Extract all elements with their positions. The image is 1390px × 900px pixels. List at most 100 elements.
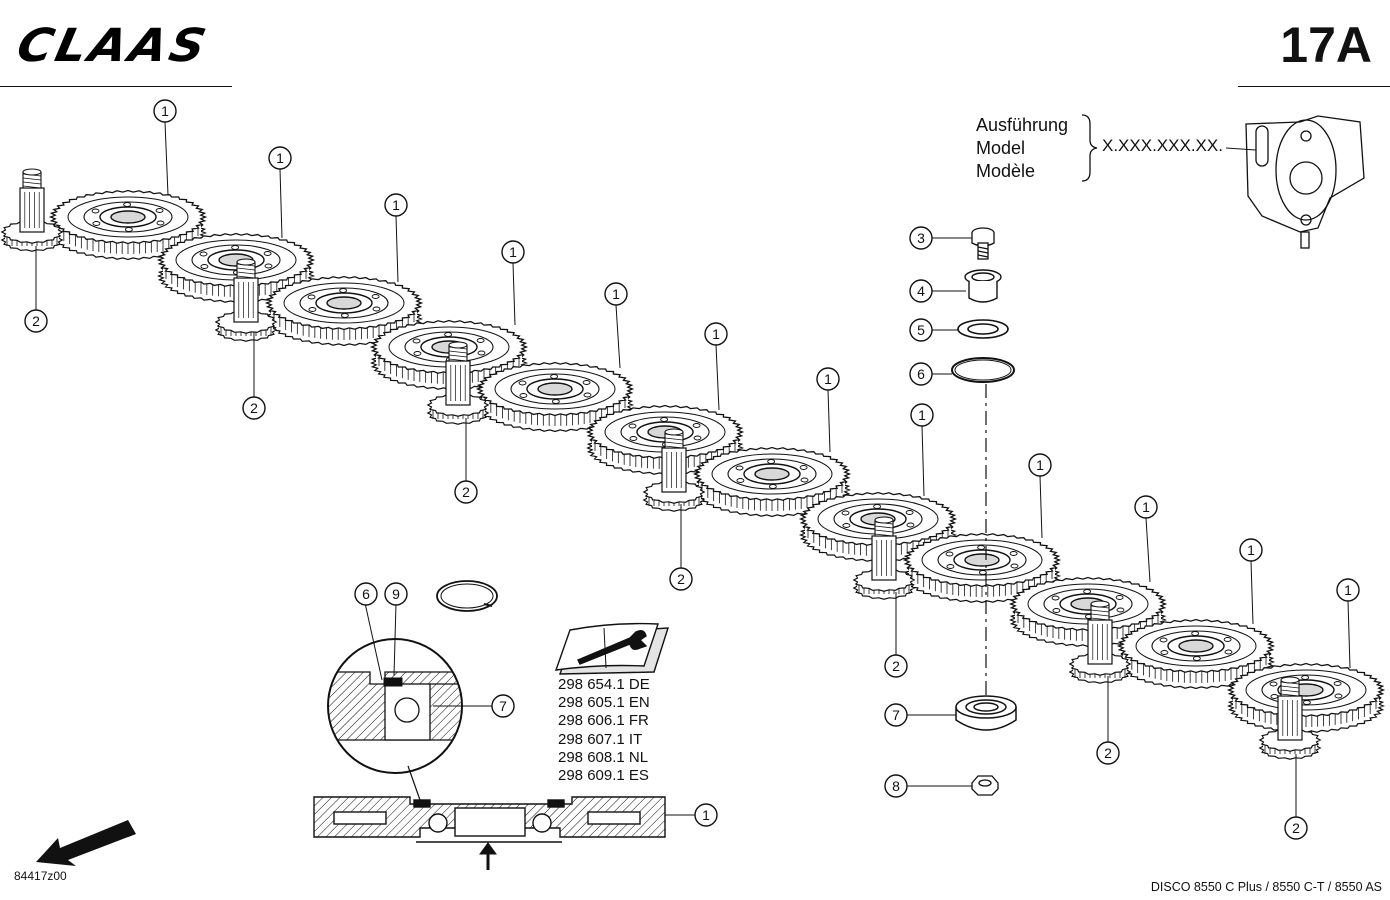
callout-number: 2 <box>1104 745 1112 761</box>
callout-circle <box>24 309 48 333</box>
callout-gear: 1 <box>153 99 177 196</box>
model-code: X.XXX.XXX.XX. <box>1102 136 1223 155</box>
spur-gear <box>1116 618 1276 690</box>
callout-circle <box>1284 816 1308 840</box>
callout-pinion: 2 <box>24 246 48 333</box>
callout-bearing: 7 <box>884 703 956 727</box>
callout-circle <box>910 403 934 427</box>
callout-leader <box>1347 600 1351 669</box>
callout-circle <box>454 480 478 504</box>
callout-number: 1 <box>509 244 517 260</box>
callout-leader <box>615 304 621 369</box>
callout-circle <box>884 654 908 678</box>
callout-gear: 1 <box>1134 495 1158 583</box>
callout-number: 7 <box>499 698 507 714</box>
callout-circle <box>694 803 718 827</box>
detail-magnifier <box>327 602 490 801</box>
literature-item: 298 609.1 ES <box>558 767 649 785</box>
callout-circle <box>384 582 408 606</box>
callout-number: 3 <box>917 230 925 246</box>
callout-circle <box>669 567 693 591</box>
callout-leader <box>827 389 831 453</box>
callout-number: 9 <box>392 586 400 602</box>
callout-circle <box>1239 538 1263 562</box>
callout-circle <box>884 703 908 727</box>
callout-circle <box>354 582 378 606</box>
pinion-shaft <box>426 341 490 425</box>
literature-list: 298 654.1 DE 298 605.1 EN 298 606.1 FR 2… <box>558 676 650 785</box>
callout-gear: 1 <box>501 240 525 326</box>
callout-number: 1 <box>702 807 710 823</box>
callout-pinion: 2 <box>1096 676 1120 765</box>
oring-part <box>951 357 1015 383</box>
callout-pinion: 2 <box>1284 754 1308 840</box>
callout-number: 1 <box>1036 457 1044 473</box>
pinion-shaft <box>0 168 64 252</box>
literature-item: 298 606.1 FR <box>558 712 649 730</box>
callout-pinion: 2 <box>884 592 908 678</box>
pinion-shaft <box>1068 600 1132 684</box>
callout-number: 1 <box>392 197 400 213</box>
model-leader <box>1225 147 1257 151</box>
header-rule-left <box>0 86 232 87</box>
callout-gear: 1 <box>816 367 840 453</box>
spur-gear <box>475 361 635 433</box>
callout-leader <box>395 215 399 283</box>
model-bracket <box>1081 114 1098 182</box>
callout-number: 1 <box>918 407 926 423</box>
callout-circle <box>268 146 292 170</box>
callout-gear: 1 <box>604 282 628 369</box>
callout-number: 1 <box>712 326 720 342</box>
wrench-book-icon <box>554 622 669 675</box>
snap-ring-part <box>436 580 498 612</box>
callout-leader <box>715 344 720 411</box>
callout-gear: 1 <box>1239 538 1263 625</box>
bearing-stack <box>951 227 1017 796</box>
callout-circle <box>704 322 728 346</box>
drawing-number: 84417z00 <box>14 869 67 883</box>
callout-number: 6 <box>362 586 370 602</box>
callout-circle <box>1336 578 1360 602</box>
callout-circle <box>384 193 408 217</box>
nut-part <box>971 775 999 796</box>
bearing-part <box>955 695 1017 731</box>
callout-circle <box>816 367 840 391</box>
callout-number: 2 <box>677 571 685 587</box>
model-label-en: Model <box>976 138 1026 158</box>
callout-pinion: 2 <box>242 332 266 420</box>
callout-circle <box>1134 495 1158 519</box>
callout-number: 4 <box>917 283 925 299</box>
callout-gear: 1 <box>690 803 718 827</box>
callout-circle <box>909 279 933 303</box>
callout-leader <box>279 168 283 239</box>
direction-arrow-icon <box>36 820 136 866</box>
model-label-de: Ausführung <box>976 115 1069 135</box>
callout-circle <box>909 362 933 386</box>
sleeve-part <box>964 269 1002 303</box>
callout-pinion: 2 <box>454 418 478 504</box>
callout-gear: 1 <box>704 322 728 411</box>
pinion-shaft <box>642 428 706 512</box>
literature-item: 298 607.1 IT <box>558 730 643 748</box>
callout-number: 2 <box>1292 820 1300 836</box>
callout-sleeve: 4 <box>909 279 966 303</box>
washer-part <box>957 319 1009 339</box>
callout-circle <box>909 318 933 342</box>
callout-washer: 5 <box>909 318 958 342</box>
literature-item: 298 605.1 EN <box>558 694 650 712</box>
callout-leader <box>512 262 516 326</box>
callout-number: 2 <box>462 484 470 500</box>
spur-gear <box>692 446 852 518</box>
callout-nut: 8 <box>884 774 972 798</box>
callout-number: 8 <box>892 778 900 794</box>
callout-number: 2 <box>32 313 40 329</box>
callout-number: 1 <box>1247 542 1255 558</box>
callout-pinion: 2 <box>669 504 693 591</box>
pinion-shaft <box>214 258 278 342</box>
callout-circle <box>153 99 177 123</box>
pinion-shaft <box>1258 676 1322 760</box>
callout-circle <box>1028 453 1052 477</box>
callout-circle <box>1096 741 1120 765</box>
spur-gear <box>264 275 424 347</box>
